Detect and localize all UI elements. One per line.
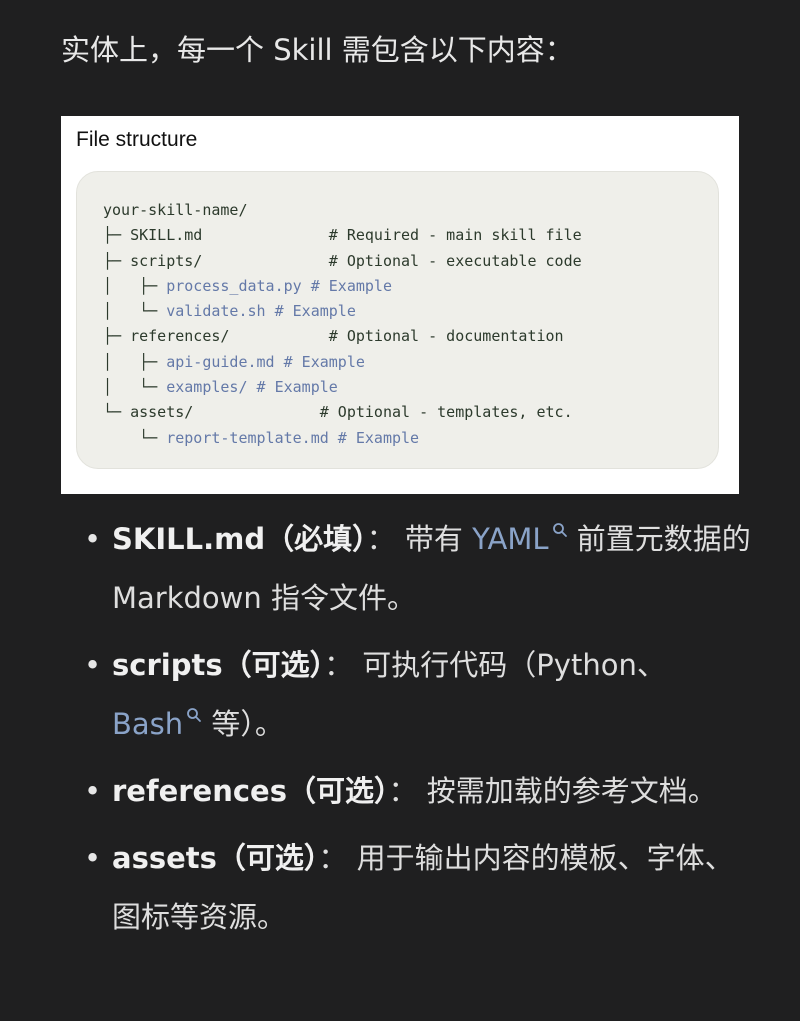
- bullet-text: 等）。: [202, 707, 284, 741]
- code-text: ├─ references/ # Optional - documentatio…: [103, 327, 564, 346]
- bullet-term: scripts（可选）: [112, 648, 325, 682]
- bash-link[interactable]: Bash: [112, 707, 184, 741]
- bullet-item-skill-md: • SKILL.md（必填）： 带有 YAML 前置元数据的 Markdown …: [80, 510, 760, 628]
- bullet-dot: •: [84, 774, 102, 808]
- bullet-dot: •: [84, 522, 102, 556]
- code-text: │ ├─: [103, 276, 167, 295]
- code-line: ├─ references/ # Optional - documentatio…: [103, 324, 582, 349]
- bullet-text: 前置元数据的 Markdown 指令文件。: [112, 522, 751, 615]
- code-highlight: api-guide.md # Example: [166, 352, 365, 371]
- code-highlight: report-template.md # Example: [166, 428, 420, 447]
- bullet-text: 用于输出内容的模板、字体、图标等资源。: [112, 841, 734, 934]
- code-text: │ └─: [103, 302, 167, 321]
- code-line: │ └─ validate.sh # Example: [103, 299, 582, 324]
- code-text: your-skill-name/: [103, 201, 248, 219]
- figure-title: File structure: [76, 128, 198, 151]
- bullet-item-scripts: • scripts（可选）： 可执行代码（Python、 Bash 等）。: [80, 636, 760, 754]
- bullet-term: SKILL.md（必填）: [112, 522, 367, 556]
- bullet-dot: •: [84, 648, 102, 682]
- code-highlight: process_data.py # Example: [166, 276, 392, 295]
- search-icon[interactable]: [552, 522, 568, 538]
- bullet-separator: ：: [324, 648, 354, 682]
- code-text: │ └─: [103, 378, 167, 397]
- bullet-dot: •: [84, 841, 102, 875]
- bullet-item-assets: • assets（可选）： 用于输出内容的模板、字体、图标等资源。: [80, 829, 760, 947]
- code-line: └─ report-template.md # Example: [103, 426, 582, 451]
- code-highlight: examples/ # Example: [166, 378, 338, 397]
- content-bullet-list: • SKILL.md（必填）： 带有 YAML 前置元数据的 Markdown …: [80, 510, 760, 955]
- bullet-separator: ：: [318, 841, 348, 875]
- code-highlight: validate.sh # Example: [166, 302, 356, 321]
- code-text: └─: [103, 428, 167, 447]
- bullet-separator: ：: [388, 774, 418, 808]
- bullet-text: 可执行代码（Python、: [353, 648, 666, 682]
- code-text: │ ├─: [103, 352, 167, 371]
- code-line: ├─ scripts/ # Optional - executable code: [103, 249, 582, 274]
- code-line: │ ├─ process_data.py # Example: [103, 274, 582, 299]
- code-block: your-skill-name/ ├─ SKILL.md # Required …: [76, 171, 719, 469]
- yaml-link[interactable]: YAML: [472, 522, 549, 556]
- code-text: ├─ scripts/ # Optional - executable code: [103, 251, 582, 270]
- code-line: └─ assets/ # Optional - templates, etc.: [103, 400, 582, 425]
- search-icon[interactable]: [186, 707, 202, 723]
- code-line: ├─ SKILL.md # Required - main skill file: [103, 223, 582, 248]
- bullet-text: 按需加载的参考文档。: [417, 774, 717, 808]
- code-lines: your-skill-name/ ├─ SKILL.md # Required …: [103, 198, 582, 451]
- intro-paragraph: 实体上，每一个 Skill 需包含以下内容：: [61, 33, 574, 67]
- code-text: └─ assets/ # Optional - templates, etc.: [103, 403, 573, 422]
- bullet-item-references: • references（可选）： 按需加载的参考文档。: [80, 762, 760, 821]
- file-structure-figure: File structure your-skill-name/ ├─ SKILL…: [61, 116, 739, 494]
- code-text: ├─ SKILL.md # Required - main skill file: [103, 226, 582, 245]
- bullet-text: 带有: [395, 522, 473, 556]
- bullet-term: references（可选）: [112, 774, 389, 808]
- code-line: │ └─ examples/ # Example: [103, 375, 582, 400]
- code-line: your-skill-name/: [103, 198, 582, 223]
- code-line: │ ├─ api-guide.md # Example: [103, 350, 582, 375]
- bullet-separator: ：: [366, 522, 396, 556]
- bullet-term: assets（可选）: [112, 841, 319, 875]
